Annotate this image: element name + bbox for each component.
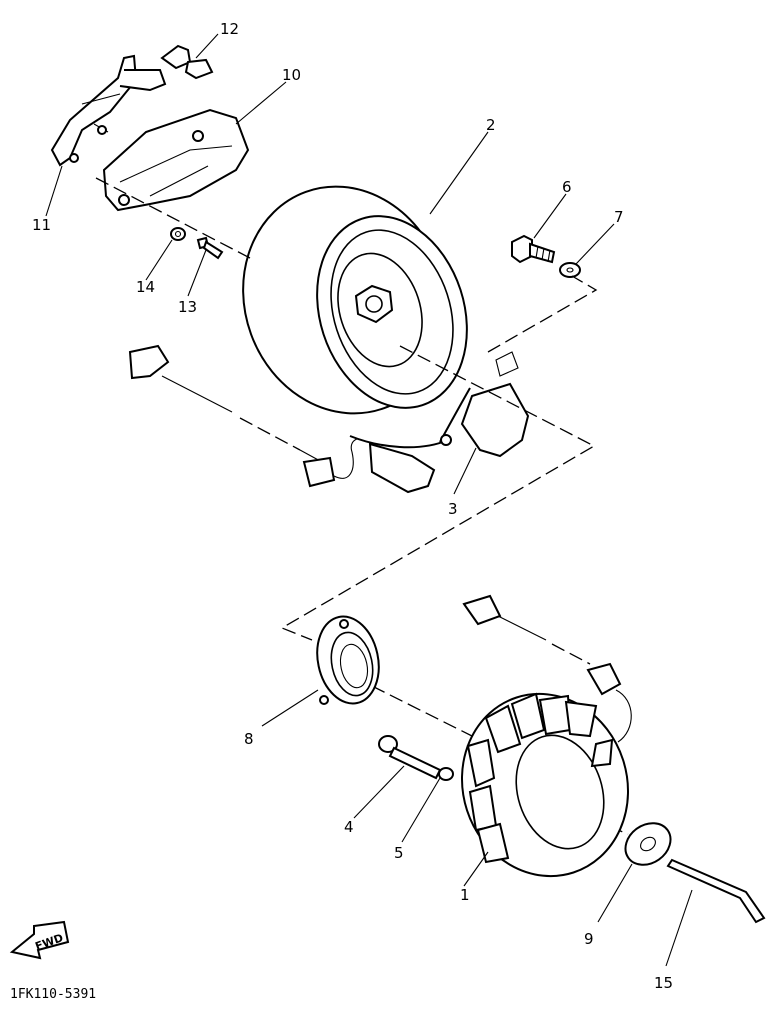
callout-15: 15 [654,974,673,992]
diagram-code: 1FK110-5391 [10,987,96,1002]
part-13-screw [196,236,224,260]
fwd-arrow-icon: FWD [9,920,70,960]
callout-3: 3 [448,500,458,518]
part-1-stator [460,594,632,878]
part-6-bolt [511,234,556,264]
part-14-nut [170,227,186,241]
callout-8: 8 [244,730,254,748]
callout-7: 7 [614,208,624,226]
callout-2: 2 [486,116,496,134]
part-10-cover [102,108,250,212]
part-9-washer [624,822,672,866]
callout-6: 6 [562,178,572,196]
callout-5: 5 [394,844,404,862]
part-5-washer [438,767,454,781]
callout-13: 13 [178,298,197,316]
part-15-pin [666,858,766,924]
callout-4: 4 [344,818,354,836]
part-7-washer [559,262,581,278]
part-4-bolt [378,735,442,780]
part-8-bearing-housing [316,615,380,705]
callout-10: 10 [282,66,301,84]
callout-9: 9 [584,930,594,948]
part-11-bracket [50,54,167,167]
leader-lines [45,33,693,967]
callout-11: 11 [32,216,51,234]
callout-12: 12 [220,20,239,38]
part-2-flywheel-rotor [242,185,468,415]
part-3-pickup-coil [128,344,530,494]
callout-14: 14 [136,278,155,296]
callout-1: 1 [460,886,470,904]
part-12-clip [160,44,214,80]
